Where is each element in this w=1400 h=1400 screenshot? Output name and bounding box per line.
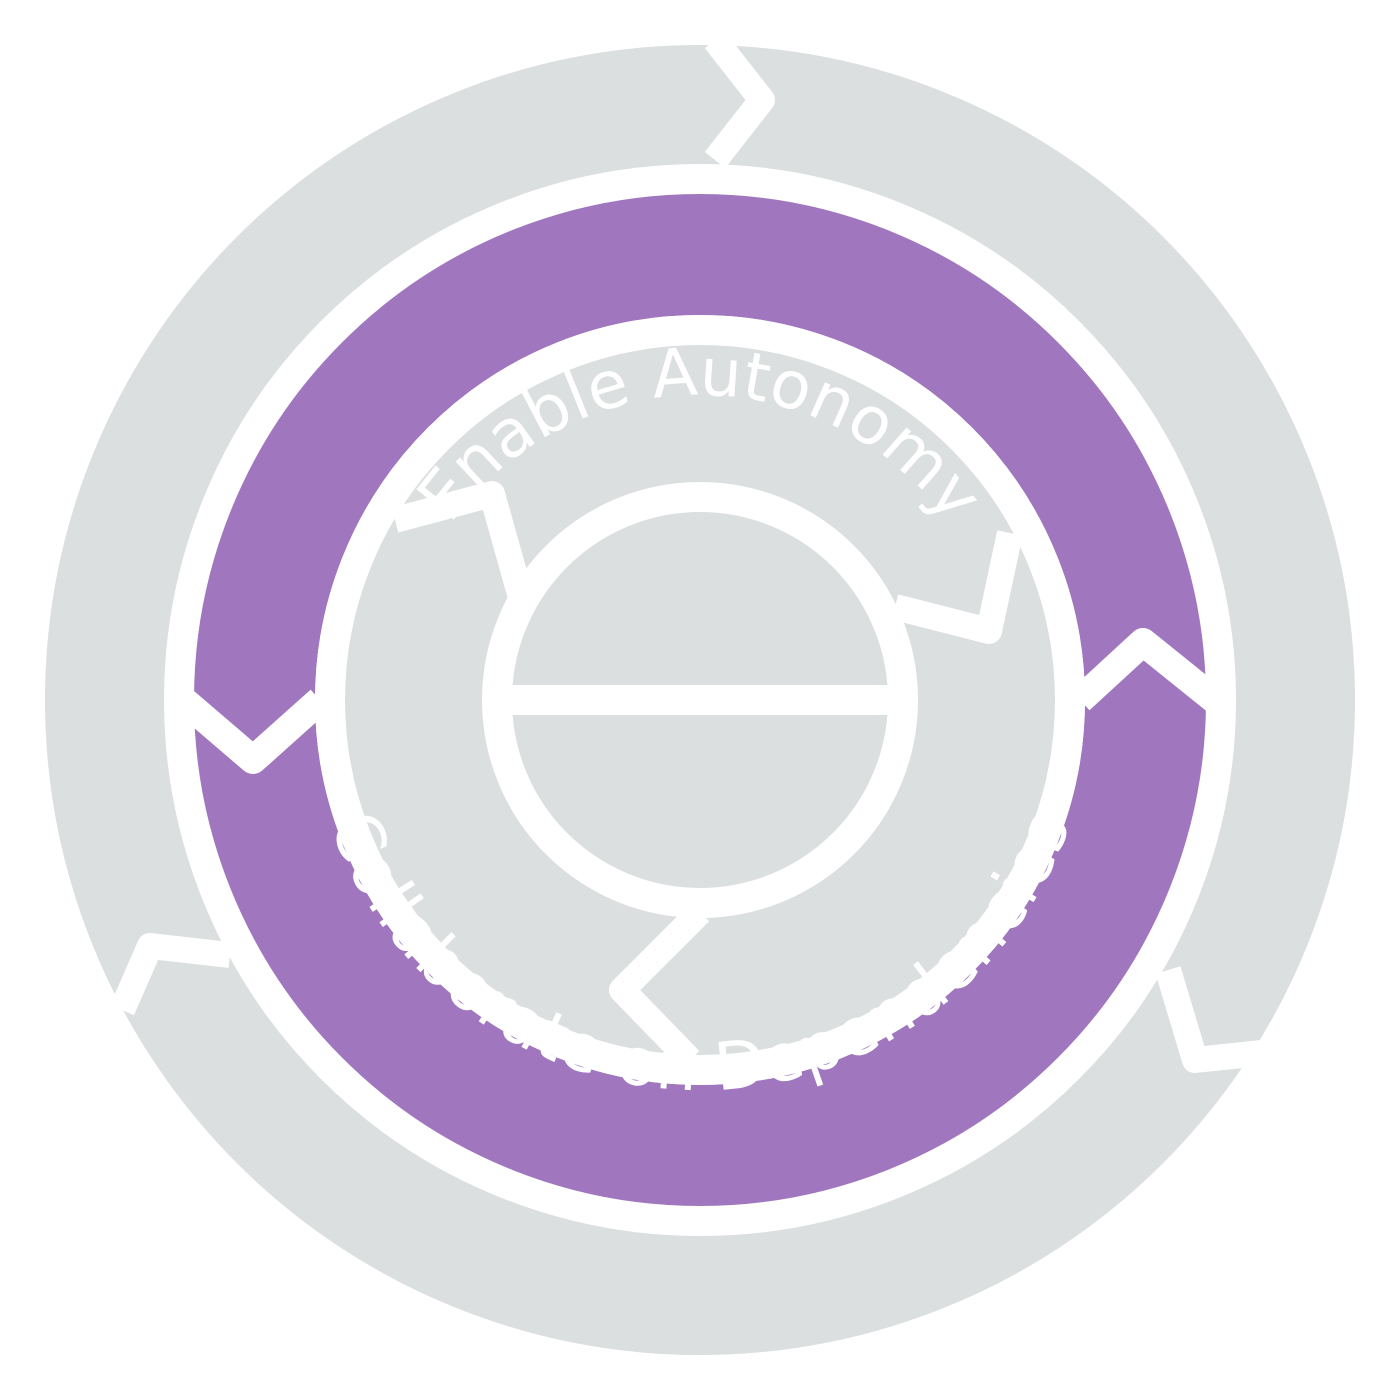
separator-inner-bottom <box>609 902 710 1070</box>
purple-ring-separators <box>173 628 1224 774</box>
inner-gap <box>315 315 1085 1085</box>
inner-ring-arrow-separators <box>391 481 1023 1070</box>
outer-gap <box>164 164 1236 1236</box>
separator-purple-left <box>173 689 330 774</box>
separator-top <box>704 31 775 169</box>
outer-ring-arrow-separators <box>110 31 1292 1073</box>
outer-ring <box>45 45 1355 1355</box>
separator-left <box>110 933 232 1016</box>
separator-right <box>1155 966 1292 1073</box>
separator-purple-right <box>1070 628 1224 711</box>
separator-inner-top <box>391 481 533 598</box>
separator-inner-right <box>891 530 1023 644</box>
purple-ring <box>193 193 1207 1207</box>
inner-ring <box>345 345 1055 1055</box>
